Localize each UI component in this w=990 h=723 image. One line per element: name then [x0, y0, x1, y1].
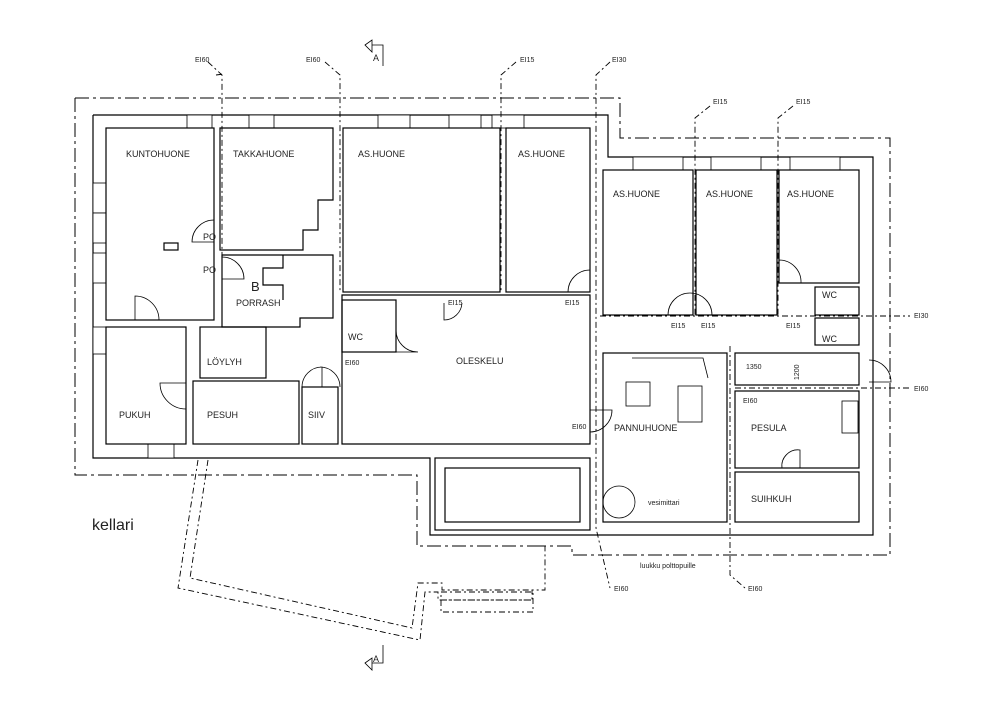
- fire-rating: EI60: [345, 360, 360, 367]
- fire-rating: EI15: [520, 57, 535, 64]
- fire-rating-leaders: [207, 61, 910, 589]
- room-as-huone-3: AS.HUONE: [613, 189, 660, 199]
- room-siiv: SIIV: [308, 410, 325, 420]
- room-porrash: PORRASH: [236, 298, 281, 308]
- door-label-po-2: PO: [203, 265, 216, 275]
- room-suihkuh: SUIHKUH: [751, 494, 792, 504]
- room-pesula: PESULA: [751, 423, 787, 433]
- windows: [92, 114, 841, 459]
- steps: [440, 591, 534, 613]
- fire-rating: EI60: [748, 586, 763, 593]
- washing-machines: [841, 400, 859, 434]
- fire-rating: EI15: [796, 99, 811, 106]
- terrace-outline: [177, 459, 546, 641]
- room-oleskelu: OLESKELU: [456, 356, 504, 366]
- fire-rating: EI60: [914, 386, 929, 393]
- fire-rating: EI15: [701, 323, 716, 330]
- room-loylyh: LÖYLYH: [207, 357, 242, 367]
- room-wc-right-top: WC: [822, 290, 837, 300]
- fire-rating-labels: EI60 EI60 EI15 EI30 EI15 EI15 EI30 EI60 …: [195, 57, 929, 593]
- room-takkahuone: TAKKAHUONE: [233, 149, 294, 159]
- door-label-po-1: PO: [203, 232, 216, 242]
- room-kuntohuone: KUNTOHUONE: [126, 149, 190, 159]
- water-meter-tank: [602, 485, 636, 519]
- rooms: [105, 127, 860, 531]
- room-labels: KUNTOHUONE TAKKAHUONE AS.HUONE AS.HUONE …: [92, 149, 837, 570]
- fire-rating: EI30: [914, 313, 929, 320]
- section-marker-bottom: A: [364, 645, 384, 671]
- room-wc-right-bottom: WC: [822, 334, 837, 344]
- dimension-1200: 1200: [794, 364, 801, 380]
- label-luukku: luukku polttopuille: [640, 563, 696, 570]
- fire-rating: EI15: [671, 323, 686, 330]
- room-pannuhuone: PANNUHUONE: [614, 423, 677, 433]
- section-marker-top: A: [364, 39, 384, 66]
- floor-name: kellari: [92, 517, 134, 534]
- room-as-huone-1: AS.HUONE: [358, 149, 405, 159]
- fire-rating: EI15: [448, 300, 463, 307]
- upper-floor-outline: [74, 97, 891, 556]
- label-vesimittari: vesimittari: [648, 500, 680, 507]
- boiler: [625, 381, 651, 407]
- water-heater: [677, 385, 703, 423]
- fire-rating: EI60: [195, 57, 210, 64]
- fire-rating: EI30: [612, 57, 627, 64]
- fire-rating: EI15: [713, 99, 728, 106]
- fire-rating: EI15: [786, 323, 801, 330]
- fire-rating: EI60: [572, 424, 587, 431]
- room-pesuh: PESUH: [207, 410, 238, 420]
- stair-letter: B: [251, 279, 260, 294]
- room-as-huone-4: AS.HUONE: [706, 189, 753, 199]
- room-pukuh: PUKUH: [119, 410, 151, 420]
- fire-rating: EI60: [743, 398, 758, 405]
- section-label-top: A: [373, 53, 379, 63]
- section-label-bottom: A: [373, 654, 379, 664]
- room-wc-left: WC: [348, 332, 363, 342]
- dimension-1350: 1350: [746, 364, 762, 371]
- room-as-huone-5: AS.HUONE: [787, 189, 834, 199]
- fire-rating: EI60: [614, 586, 629, 593]
- door-swings: [134, 219, 892, 469]
- fire-rating: EI60: [306, 57, 321, 64]
- fire-rating: EI15: [565, 300, 580, 307]
- room-as-huone-2: AS.HUONE: [518, 149, 565, 159]
